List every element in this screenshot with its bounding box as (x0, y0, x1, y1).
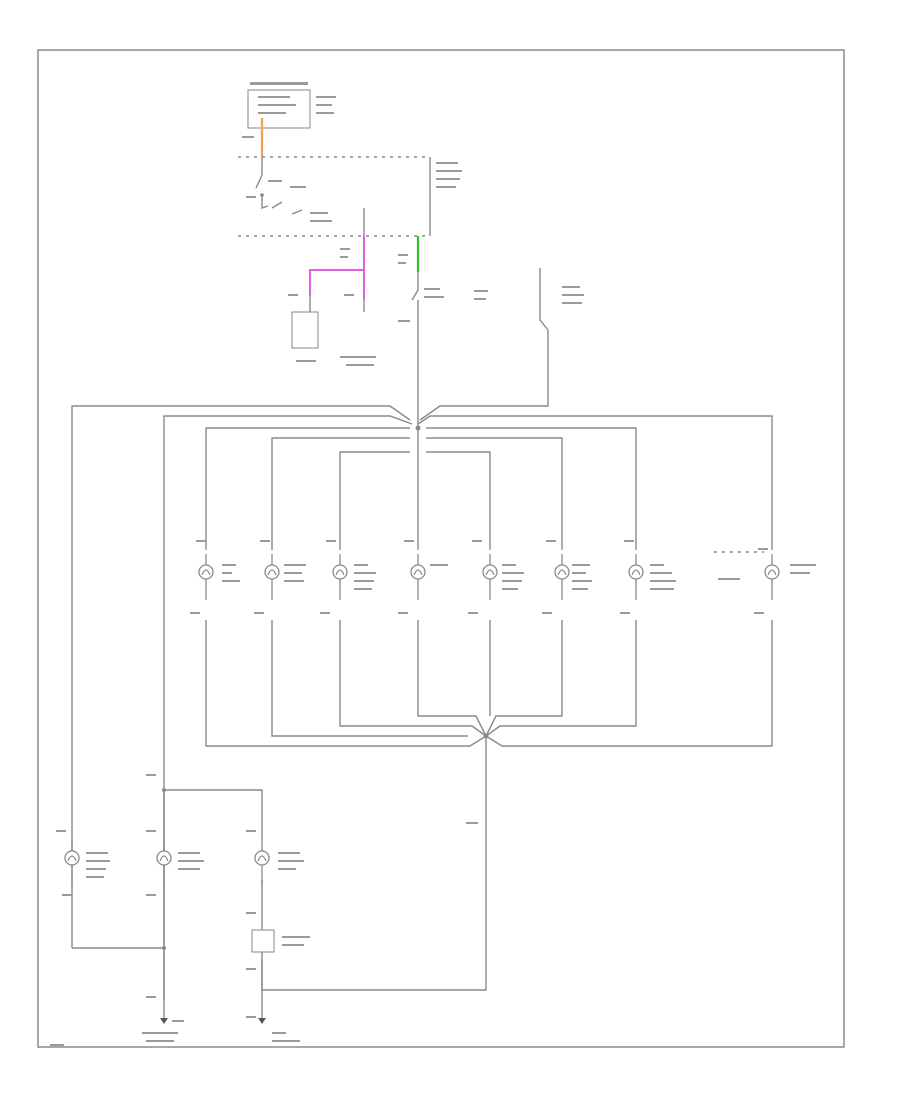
lamp-row (198, 554, 780, 600)
lamp-icon (264, 554, 280, 600)
module-outputs (288, 248, 584, 366)
ground-2 (258, 1010, 266, 1024)
lamp-row-labels (190, 540, 816, 614)
lamp-icon (156, 840, 172, 886)
lamp-icon (254, 840, 270, 886)
lamp-icon (554, 554, 570, 600)
lamp-icon (628, 554, 644, 600)
lower-component-box (251, 929, 275, 953)
control-module (238, 156, 462, 260)
upper-bus (71, 300, 773, 1000)
lower-section (50, 774, 310, 1046)
lamp-icon (198, 554, 214, 600)
lamp-icon (764, 554, 780, 600)
ground-1 (160, 1010, 184, 1024)
lamp-icon (332, 554, 348, 600)
lower-bus (205, 620, 773, 991)
lamp-icon (482, 554, 498, 600)
lamp-icon (410, 554, 426, 600)
lamp-icon (64, 840, 80, 886)
top-fuse-box (247, 82, 336, 129)
lower-lamps (64, 840, 270, 886)
pink-wire (309, 236, 365, 300)
diagram-frame (37, 49, 845, 1048)
